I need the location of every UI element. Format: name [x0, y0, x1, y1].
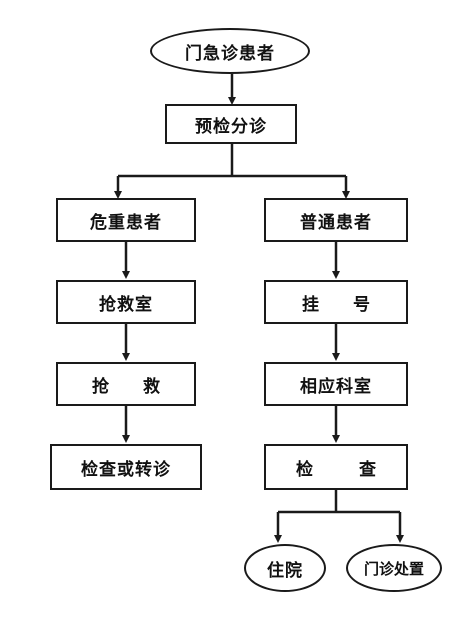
registration-node: 挂 号	[264, 280, 408, 324]
outpatient-treatment-node: 门诊处置	[346, 544, 442, 592]
department-node: 相应科室	[264, 362, 408, 406]
critical-patients-node: 危重患者	[56, 198, 196, 242]
rescue-room-node: 抢救室	[56, 280, 196, 324]
exam-or-transfer-node: 检查或转诊	[50, 444, 202, 490]
hospitalization-node: 住院	[244, 544, 326, 592]
triage-node: 预检分诊	[165, 104, 297, 144]
start-node-emergency-patients: 门急诊患者	[150, 28, 310, 74]
rescue-node: 抢 救	[56, 362, 196, 406]
examination-node: 检 查	[264, 444, 408, 490]
ordinary-patients-node: 普通患者	[264, 198, 408, 242]
